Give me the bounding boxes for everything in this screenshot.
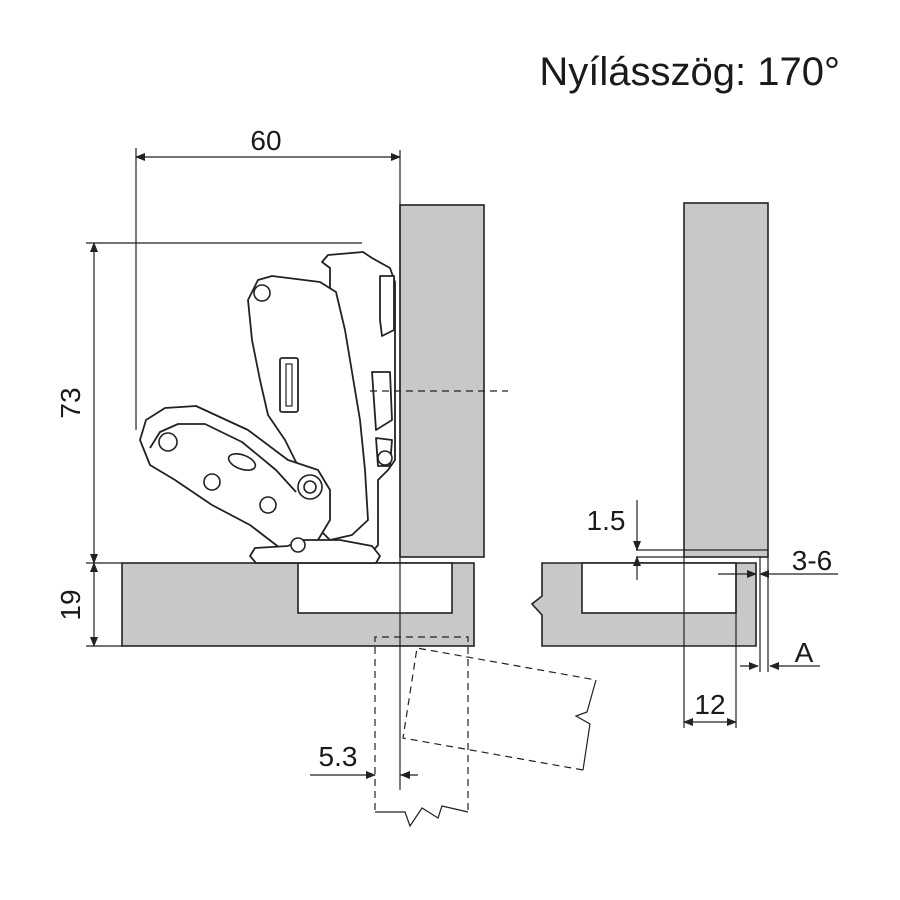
dim-73-label: 73 [55,387,86,418]
hinge-assembly [139,251,396,564]
dim-3-6-label: 3-6 [792,545,832,576]
dim-5-3-label: 5.3 [319,741,358,772]
dim-1-5-label: 1.5 [587,505,626,536]
side-panel-right [683,202,769,558]
opened-door-outline [374,636,469,812]
dim-19-label: 19 [55,589,86,620]
dim-12-label: 12 [694,689,725,720]
rotated-door-outline [402,647,597,771]
cup-recess-left [297,562,453,614]
cup-recess-right [581,562,737,614]
dim-a-label: A [795,637,814,668]
opening-angle-title: Nyílásszög: 170° [539,50,840,94]
dim-60-label: 60 [250,125,281,156]
opened-door-break [375,805,469,828]
rotated-door-break [574,679,597,771]
side-panel-left [399,204,485,558]
